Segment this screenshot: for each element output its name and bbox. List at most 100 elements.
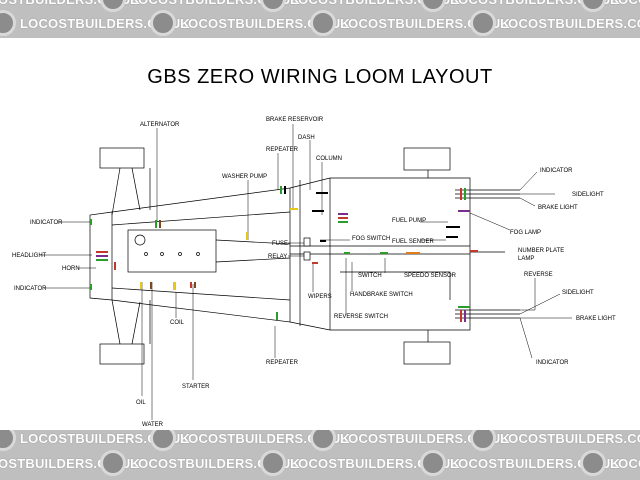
reverse-connector <box>458 306 470 308</box>
leader-lines <box>40 124 572 420</box>
indicator-rl-connector <box>90 284 92 290</box>
watermark-item: LOCOSTBUILDERS.CO.UK <box>580 450 640 476</box>
watermark-item: LOCOSTBUILDERS.CO.UK <box>260 450 460 476</box>
fog-lamp-leader <box>469 212 511 231</box>
fog-lamp-connector <box>458 210 470 212</box>
water-connector <box>150 282 152 289</box>
indicator-fl-connector <box>90 219 92 225</box>
fuel-pump-connector <box>446 226 460 228</box>
label-column: COLUMN <box>316 156 342 162</box>
rear-light-br-connector <box>464 310 466 322</box>
rear-light-wires <box>455 189 520 319</box>
brake-reservoir-connector <box>290 208 298 210</box>
label-speedo-sensor: SPEEDO SENSOR <box>404 273 457 279</box>
label-number-plate: NUMBER PLATE <box>518 248 564 254</box>
dash-switch-connector <box>338 213 348 215</box>
fuel-sender-connector <box>446 236 458 238</box>
label-repeater-top: REPEATER <box>266 147 299 153</box>
watermark-item: LOCOSTBUILDERS.CO.UK <box>100 450 300 476</box>
watermark-row: LOCOSTBUILDERS.CO.UK LOCOSTBUILDERS.CO.U… <box>0 10 640 36</box>
engine-pulley <box>134 234 146 246</box>
chassis-outline <box>89 147 520 365</box>
wheel-logo-icon <box>310 10 336 36</box>
label-fog-lamp: FOG LAMP <box>510 230 541 236</box>
label-fuel-sender: FUEL SENDER <box>392 239 434 245</box>
reverse-leader <box>520 278 536 311</box>
fuse-relay-leader <box>288 242 304 257</box>
watermark-item: LOCOSTBUILDERS.CO.UK <box>420 0 620 12</box>
watermark-row: LOCOSTBUILDERS.CO.UK LOCOSTBUILDERS.CO.U… <box>0 430 640 451</box>
label-sidelight-br: SIDELIGHT <box>562 290 594 296</box>
rear-left-wheel <box>403 147 451 171</box>
starter-connector <box>194 282 196 288</box>
front-suspension <box>111 167 141 345</box>
label-handbrake-switch: HANDBRAKE SWITCH <box>350 292 413 298</box>
engine-block <box>127 229 217 273</box>
watermark-item: LOCOSTBUILDERS.CO.UK <box>470 10 640 36</box>
indicator-tr-leader <box>519 171 538 191</box>
label-indicator-rl: INDICATOR <box>14 286 47 292</box>
label-brake-light-tr: BRAKE LIGHT <box>538 205 578 211</box>
dash-switch-connector <box>338 217 348 219</box>
fog-switch-connector <box>320 240 326 242</box>
label-water: WATER <box>142 422 164 428</box>
label-relay: RELAY <box>268 254 287 260</box>
washer-connector <box>246 232 248 240</box>
wheel-logo-icon <box>580 450 606 476</box>
fuel-leader <box>420 221 448 241</box>
rear-light-br-connector <box>460 310 462 322</box>
watermark-band-bottom: LOCOSTBUILDERS.CO.UK LOCOSTBUILDERS.CO.U… <box>0 430 640 480</box>
watermark-item: LOCOSTBUILDERS.CO.UK <box>0 10 190 36</box>
front-left-wheel <box>99 147 145 169</box>
watermark-item: LOCOSTBUILDERS.CO.UK <box>100 0 300 12</box>
wheel-logo-icon <box>150 10 176 36</box>
diagram-title: GBS ZERO WIRING LOOM LAYOUT <box>147 66 493 88</box>
starter-connector <box>190 282 192 288</box>
engine-cylinder <box>196 252 200 256</box>
wheel-logo-icon <box>0 430 16 451</box>
wheel-logo-icon <box>310 430 336 451</box>
engine-cylinder <box>178 252 182 256</box>
watermark-item: LOCOSTBUILDERS.CO.UK <box>260 0 460 12</box>
label-brake-light-br: BRAKE LIGHT <box>576 316 616 322</box>
repeater-bottom-connector <box>276 312 278 320</box>
dash-switch-connector <box>338 221 348 223</box>
label-dash: DASH <box>298 135 315 141</box>
gearbox <box>215 239 291 263</box>
watermark-item: LOCOSTBUILDERS.CO.UK <box>0 430 190 451</box>
label-reverse: REVERSE <box>524 272 553 278</box>
switch-connector <box>380 252 388 254</box>
watermark-band-top: LOCOSTBUILDERS.CO.UK LOCOSTBUILDERS.CO.U… <box>0 0 640 38</box>
number-plate-connector <box>470 250 478 252</box>
engine-cylinder <box>160 252 164 256</box>
label-indicator-br: INDICATOR <box>536 360 569 366</box>
front-right-wheel <box>99 343 145 365</box>
headlight-connector <box>96 259 108 261</box>
label-wipers: WIPERS <box>308 294 332 300</box>
rear-light-connector <box>464 188 466 200</box>
wheel-logo-icon <box>150 430 176 451</box>
watermark-item: LOCOSTBUILDERS.CO.UK <box>0 0 140 12</box>
coil-connector <box>173 282 176 290</box>
rear-loom <box>340 271 451 300</box>
label-fog-switch: FOG SWITCH <box>352 236 390 242</box>
repeater-connector <box>280 186 282 194</box>
label-starter: STARTER <box>182 384 210 390</box>
wheel-logo-icon <box>420 450 446 476</box>
label-indicator-fl: INDICATOR <box>30 220 63 226</box>
watermark-item: LOCOSTBUILDERS.CO.UK <box>470 430 640 451</box>
wheel-logo-icon <box>260 450 286 476</box>
watermark-item: LOCOSTBUILDERS.CO.UK <box>310 10 510 36</box>
labels: ALTERNATOR BRAKE RESERVOIR DASH REPEATER… <box>12 117 616 428</box>
alternator-connector <box>159 220 161 228</box>
speedo-connector <box>406 252 420 254</box>
watermark-item: LOCOSTBUILDERS.CO.UK <box>310 430 510 451</box>
oil-connector <box>140 282 142 289</box>
watermark-item: LOCOSTBUILDERS.CO.UK <box>420 450 620 476</box>
indicator-br-leader <box>519 317 533 359</box>
label-indicator-tr: INDICATOR <box>540 168 573 174</box>
label-headlight: HEADLIGHT <box>12 253 47 259</box>
reverse-switch-connector <box>344 252 350 254</box>
repeater-connector <box>284 186 286 194</box>
